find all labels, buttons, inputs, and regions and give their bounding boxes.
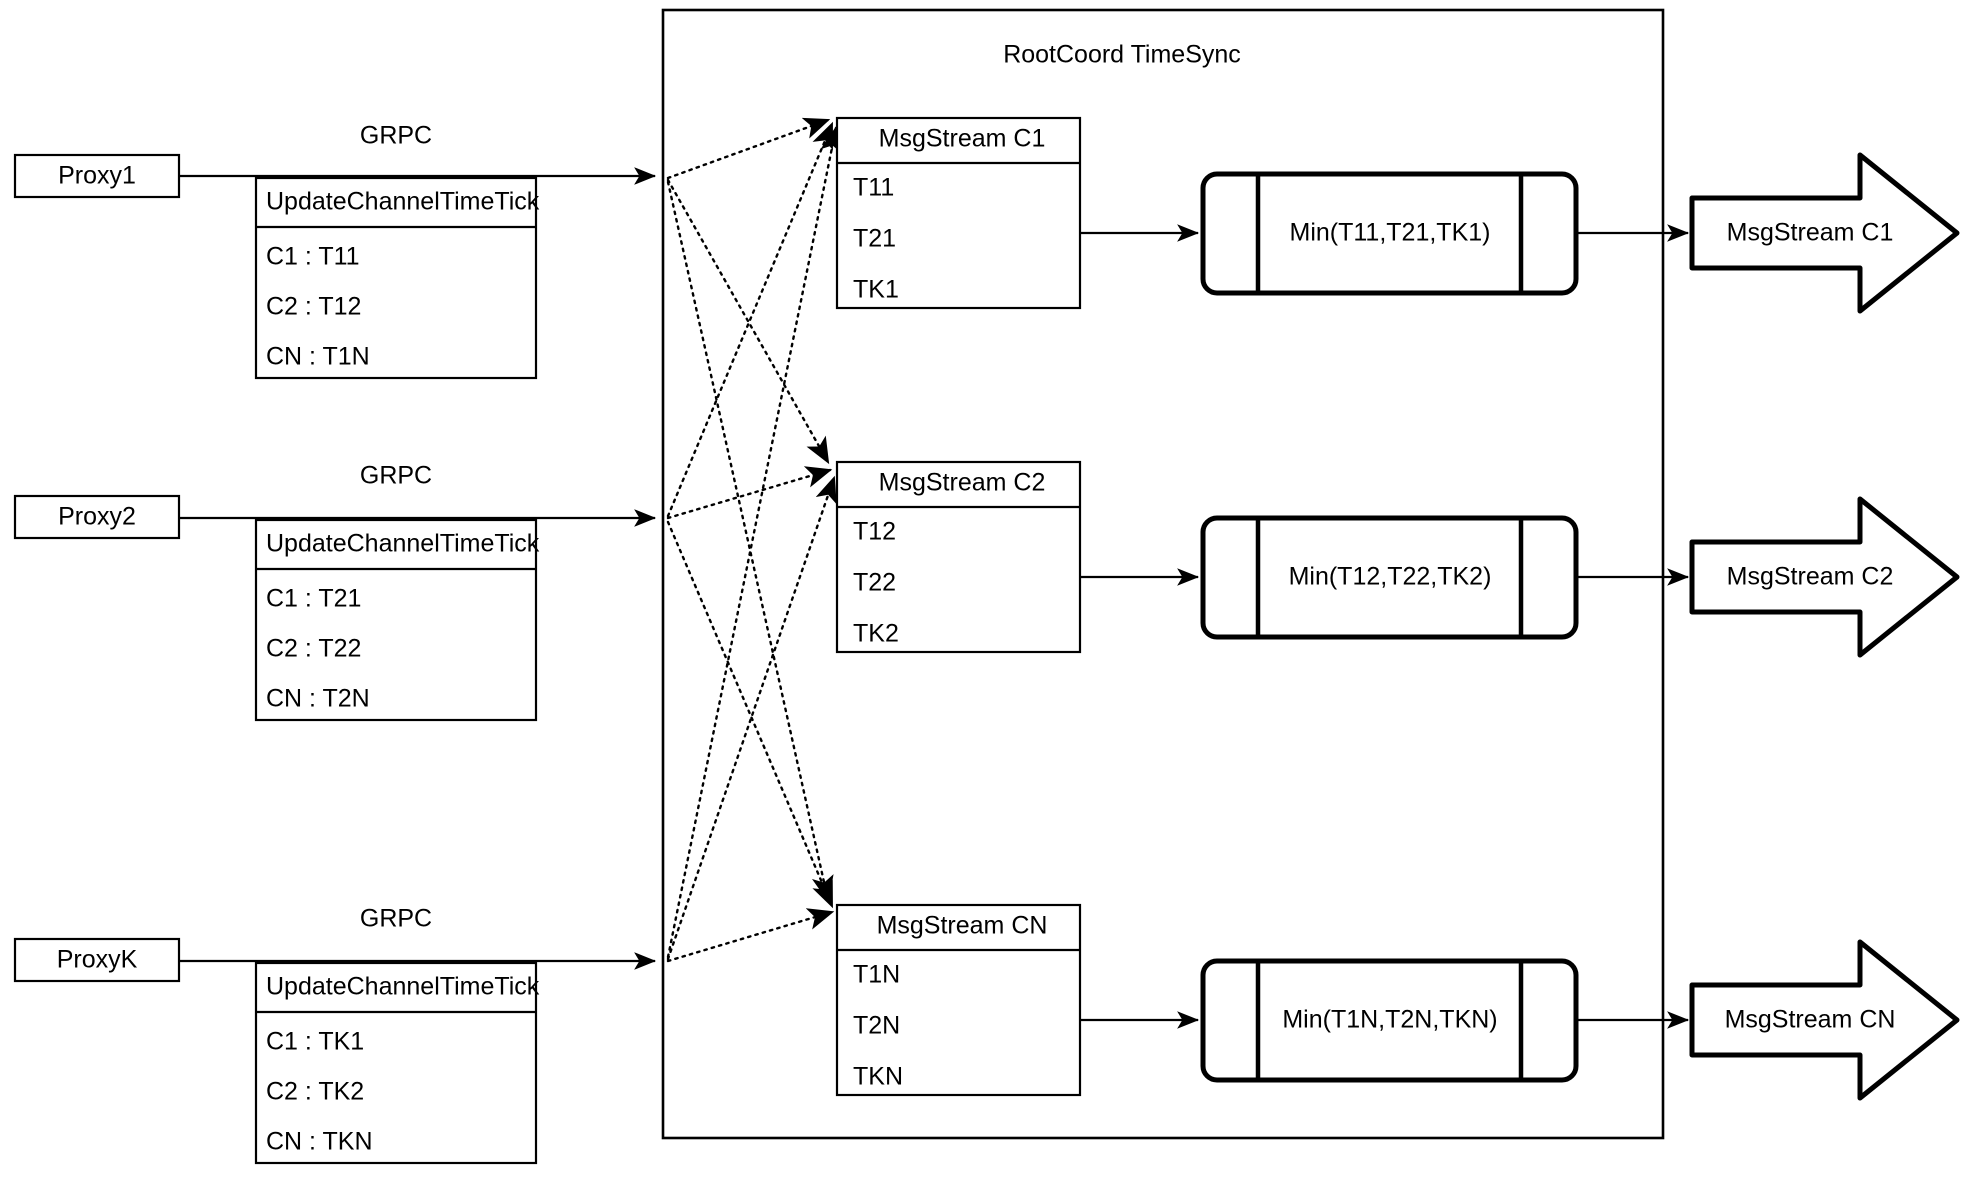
protocol-label-2: GRPC bbox=[360, 462, 432, 490]
request-row-1-1: C2 : T12 bbox=[266, 293, 361, 321]
fanout-link-p2-cn bbox=[666, 520, 834, 909]
processor-2: Min(T12,T22,TK2) bbox=[1200, 515, 1579, 640]
fanout-link-p2-c1 bbox=[666, 121, 834, 518]
msgstream-3-row-2: TKN bbox=[853, 1063, 903, 1091]
request-table-3 bbox=[254, 961, 538, 1165]
msgstream-1-row-1: T21 bbox=[853, 225, 896, 253]
fanout-link-p1-cn bbox=[666, 180, 834, 903]
msgstream-1-row-0: T11 bbox=[853, 174, 894, 202]
proxy-group-1: Proxy1 GRPC UpdateChannelTimeTick C1 : T… bbox=[13, 122, 657, 380]
request-row-1-2: CN : T1N bbox=[266, 343, 370, 371]
request-header-1: UpdateChannelTimeTick bbox=[266, 188, 540, 216]
request-row-3-2: CN : TKN bbox=[266, 1128, 373, 1156]
fanout-link-pk-cn bbox=[666, 908, 835, 963]
request-table-2 bbox=[254, 518, 538, 722]
processor-label-3: Min(T1N,T2N,TKN) bbox=[1282, 1006, 1497, 1034]
msgstream-box-3 bbox=[835, 903, 1082, 1097]
container-title: RootCoord TimeSync bbox=[1003, 41, 1241, 69]
output-arrow-2: MsgStream C2 bbox=[1689, 496, 1960, 658]
msgstream-3-row-0: T1N bbox=[853, 961, 900, 989]
output-label-2: MsgStream C2 bbox=[1727, 563, 1894, 591]
output-arrow-shape-3 bbox=[1689, 939, 1960, 1101]
proxy-group-3: ProxyK GRPC UpdateChannelTimeTick C1 : T… bbox=[13, 905, 657, 1165]
request-header-2: UpdateChannelTimeTick bbox=[266, 530, 540, 558]
processor-label-2: Min(T12,T22,TK2) bbox=[1289, 563, 1492, 591]
protocol-label-3: GRPC bbox=[360, 905, 432, 933]
output-label-3: MsgStream CN bbox=[1725, 1006, 1896, 1034]
processor-label-1: Min(T11,T21,TK1) bbox=[1290, 219, 1491, 247]
output-label-1: MsgStream C1 bbox=[1727, 219, 1894, 247]
msgstream-2-row-2: TK2 bbox=[853, 620, 899, 648]
output-arrow-shape-2 bbox=[1689, 496, 1960, 658]
msgstream-title-2: MsgStream C2 bbox=[879, 469, 1046, 497]
request-row-2-0: C1 : T21 bbox=[266, 585, 361, 613]
protocol-label-1: GRPC bbox=[360, 122, 432, 150]
request-row-2-1: C2 : T22 bbox=[266, 635, 361, 663]
msgstream-box-1 bbox=[835, 116, 1082, 310]
proxy-label-1: Proxy1 bbox=[58, 162, 136, 190]
msgstream-2-row-1: T22 bbox=[853, 569, 896, 597]
proxy-box-1[interactable] bbox=[13, 153, 181, 199]
timetick-fanout-links bbox=[666, 117, 843, 963]
fanout-link-pk-c2 bbox=[666, 475, 837, 961]
msgstream-3-row-1: T2N bbox=[853, 1012, 900, 1040]
processor-1: Min(T11,T21,TK1) bbox=[1200, 171, 1579, 296]
request-header-3: UpdateChannelTimeTick bbox=[266, 973, 540, 1001]
proxy-label-2: Proxy2 bbox=[58, 503, 136, 531]
output-arrow-3: MsgStream CN bbox=[1689, 939, 1960, 1101]
msgstream-title-3: MsgStream CN bbox=[877, 912, 1048, 940]
request-row-1-0: C1 : T11 bbox=[266, 243, 360, 271]
proxy-label-3: ProxyK bbox=[57, 946, 138, 974]
processor-3: Min(T1N,T2N,TKN) bbox=[1200, 958, 1579, 1083]
request-table-1 bbox=[254, 176, 538, 380]
fanout-link-p2-c2 bbox=[666, 466, 833, 520]
msgstream-title-1: MsgStream C1 bbox=[879, 125, 1046, 153]
msgstream-box-2 bbox=[835, 460, 1082, 654]
proxy-box-2[interactable] bbox=[13, 494, 181, 540]
proxy-group-2: Proxy2 GRPC UpdateChannelTimeTick C1 : T… bbox=[13, 462, 657, 722]
msgstream-table-2: MsgStream C2 T12 T22 TK2 bbox=[835, 460, 1082, 654]
output-arrow-1: MsgStream C1 bbox=[1689, 152, 1960, 314]
request-row-2-2: CN : T2N bbox=[266, 685, 370, 713]
msgstream-table-3: MsgStream CN T1N T2N TKN bbox=[835, 903, 1082, 1097]
msgstream-table-1: MsgStream C1 T11 T21 TK1 bbox=[835, 116, 1082, 310]
rootcoord-timesync-container bbox=[661, 8, 1665, 1140]
request-row-3-1: C2 : TK2 bbox=[266, 1078, 364, 1106]
msgstream-1-row-2: TK1 bbox=[853, 276, 899, 304]
msgstream-2-row-0: T12 bbox=[853, 518, 896, 546]
request-row-3-0: C1 : TK1 bbox=[266, 1028, 364, 1056]
fanout-link-p1-c2 bbox=[666, 178, 830, 465]
fanout-link-p1-c1 bbox=[666, 117, 831, 180]
output-arrow-shape-1 bbox=[1689, 152, 1960, 314]
